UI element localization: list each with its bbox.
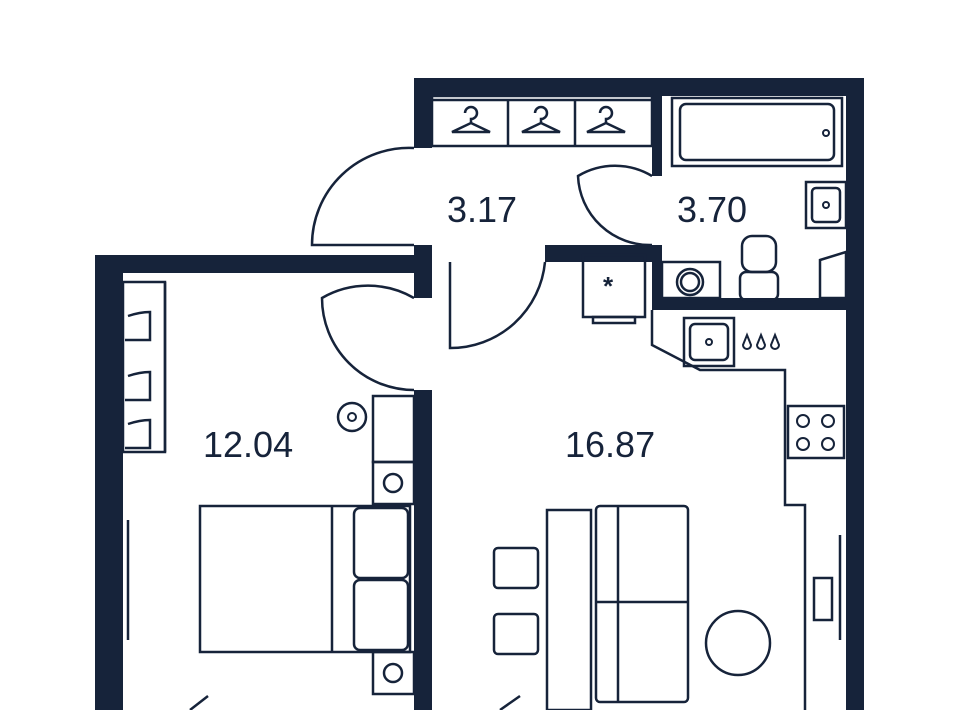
sink <box>682 316 736 368</box>
room-area-living-kitchen: 16.87 <box>565 424 656 465</box>
kitchen <box>650 310 846 710</box>
hanger-icon <box>586 105 626 134</box>
walls <box>95 78 864 710</box>
washing-machine <box>660 260 722 300</box>
hanger-icon <box>451 105 491 134</box>
washbasin <box>804 180 848 230</box>
stove <box>786 404 846 460</box>
chair <box>492 612 540 656</box>
hanger-icon <box>521 105 561 134</box>
room-area-bedroom: 12.04 <box>203 424 294 465</box>
living-furniture <box>492 504 772 710</box>
bathroom-fixtures <box>660 96 848 302</box>
bed <box>198 504 412 654</box>
wardrobe <box>430 94 654 148</box>
table <box>545 508 593 710</box>
fridge-snowflake-icon: * <box>603 271 614 301</box>
toilet <box>740 234 778 274</box>
round-table <box>704 609 772 677</box>
sofa <box>594 504 690 704</box>
water-drops-icon <box>741 332 781 350</box>
doors <box>310 146 653 392</box>
bathtub <box>670 96 844 168</box>
chair <box>492 546 540 590</box>
fridge <box>581 253 647 325</box>
room-area-bathroom: 3.70 <box>677 189 748 230</box>
room-area-hallway: 3.17 <box>447 189 518 230</box>
bedroom-furniture <box>121 280 416 710</box>
